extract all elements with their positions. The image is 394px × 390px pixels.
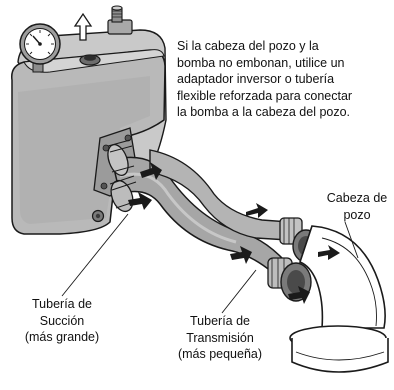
up-arrow-icon [73,12,93,41]
label-well-head: Cabeza de pozo [320,190,394,223]
pump-coupling-lower [109,175,141,213]
top-fitting [107,5,133,35]
label-line: Succión [39,313,85,328]
leader-line-transmission [221,269,257,314]
label-line: Cabeza de [326,191,388,205]
leader-line-well-head [344,221,359,259]
pressure-gauge [19,23,61,73]
note-line: Si la cabeza del pozo y la [177,39,319,53]
label-suction-pipe: Tubería de Succión (más grande) [14,296,110,346]
flow-arrow-icon [140,162,162,180]
note-line: la bomba a la cabeza del pozo. [177,105,351,120]
pump-coupling-upper [107,139,135,176]
label-line: Transmisión [186,330,254,345]
priming-plug [79,54,101,66]
label-line: (más pequeña) [177,347,263,362]
label-line: (más grande) [24,330,100,345]
note-line: bomba no embonan, utilice un [177,55,345,70]
flow-arrow-icon [288,286,310,304]
label-transmission-pipe: Tubería de Transmisión (más pequeña) [160,313,280,363]
note-line: flexible reforzada para conectar [177,88,353,103]
label-line: pozo [343,207,371,222]
leader-line-suction [61,213,129,297]
instruction-note: Si la cabeza del pozo y la bomba no embo… [177,38,352,121]
flow-arrow-icon [246,203,268,218]
label-line: Tubería de [190,314,250,328]
flow-arrow-icon [230,246,252,264]
note-line: adaptador inversor o tubería [177,72,335,87]
label-line: Tubería de [32,297,92,311]
flow-arrow-icon [128,192,152,210]
flow-arrow-icon [318,245,340,260]
